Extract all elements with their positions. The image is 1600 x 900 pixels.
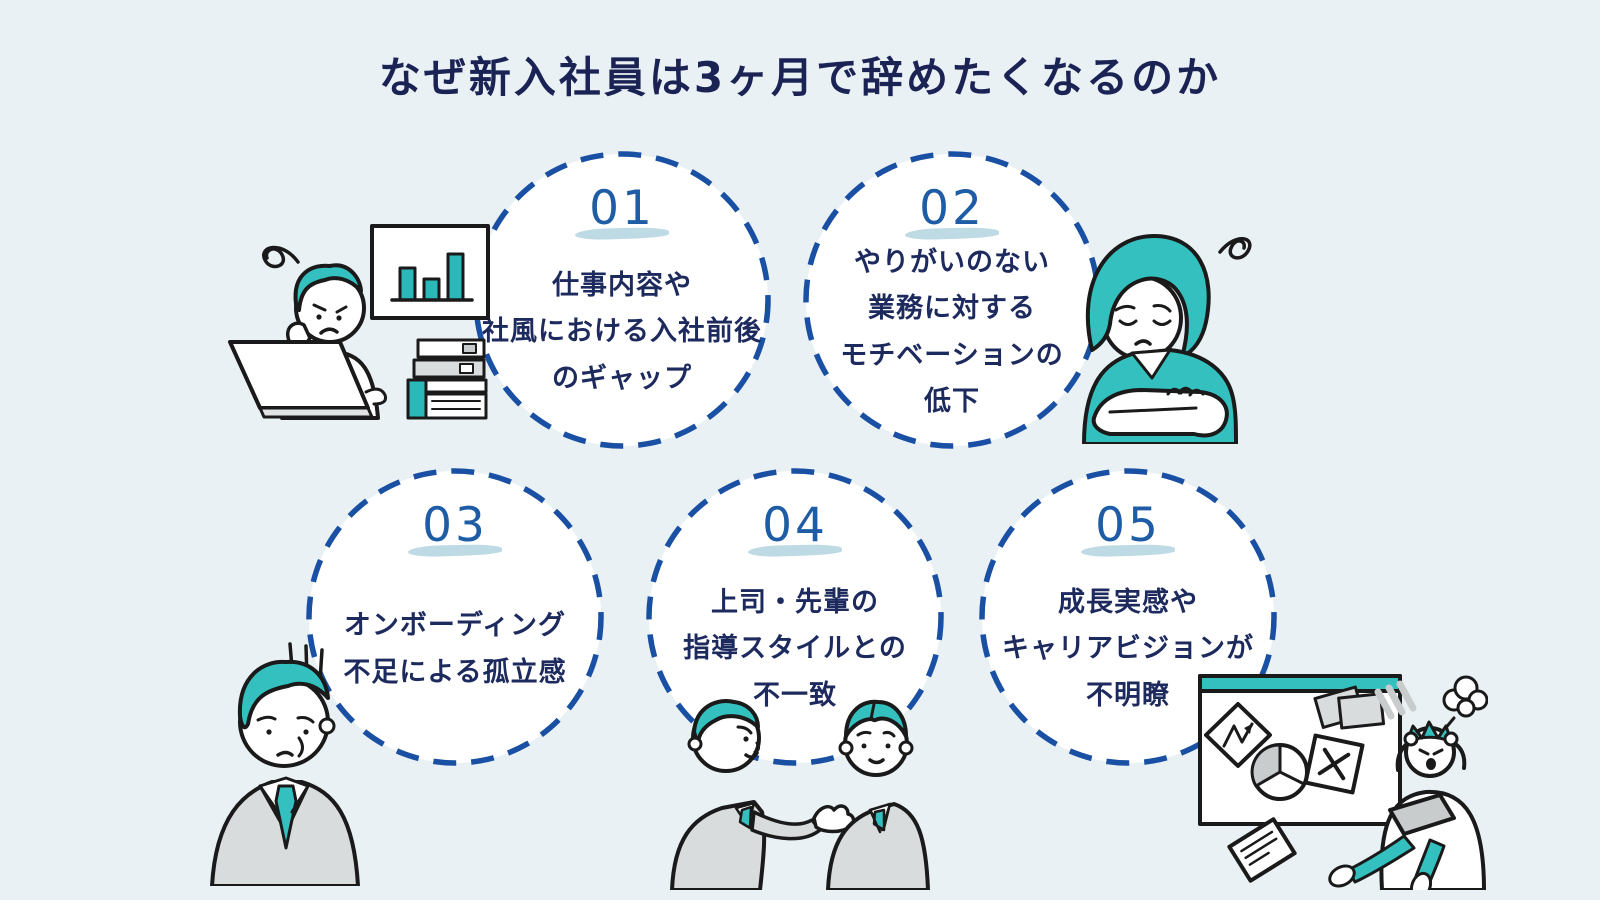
reason-circle-01: 01 仕事内容や 社風における入社前後 のギャップ [472, 150, 772, 450]
circle-text: 仕事内容や 社風における入社前後 のギャップ [482, 270, 762, 394]
reason-circle-04: 04 上司・先輩の 指導スタイルとの 不一致 [645, 467, 945, 767]
reason-circle-03: 03 オンボーディング 不足による孤立感 [305, 467, 605, 767]
circle-text: 成長実感や キャリアビジョンが 不明瞭 [1002, 587, 1254, 711]
circle-number: 02 [919, 181, 985, 236]
dashed-ring [646, 468, 944, 766]
circle-text: やりがいのない 業務に対する モチベーションの 低下 [840, 246, 1064, 418]
circle-number: 05 [1095, 498, 1161, 553]
tired-woman-arms-crossed-illustration [1048, 220, 1300, 444]
stressed-worker-at-laptop-illustration [220, 220, 496, 422]
dejected-man-in-suit-illustration [200, 640, 386, 886]
circle-text: 上司・先輩の 指導スタイルとの 不一致 [683, 587, 907, 711]
circle-number: 04 [762, 498, 828, 553]
circle-number-block: 03 [407, 498, 503, 558]
circle-number-block: 05 [1080, 498, 1176, 558]
frustrated-person-at-whiteboard-illustration [1192, 648, 1488, 890]
senior-talking-to-junior-illustration [662, 690, 938, 890]
dashed-ring [306, 468, 604, 766]
circle-text: オンボーディング 不足による孤立感 [343, 610, 567, 688]
circle-number: 01 [589, 181, 655, 236]
circle-number-block: 04 [747, 498, 843, 558]
page-title: なぜ新入社員は3ヶ月で辞めたくなるのか [378, 53, 1222, 102]
circle-number-block: 02 [904, 181, 1000, 241]
circle-number: 03 [422, 498, 488, 553]
circle-number-block: 01 [574, 181, 670, 241]
